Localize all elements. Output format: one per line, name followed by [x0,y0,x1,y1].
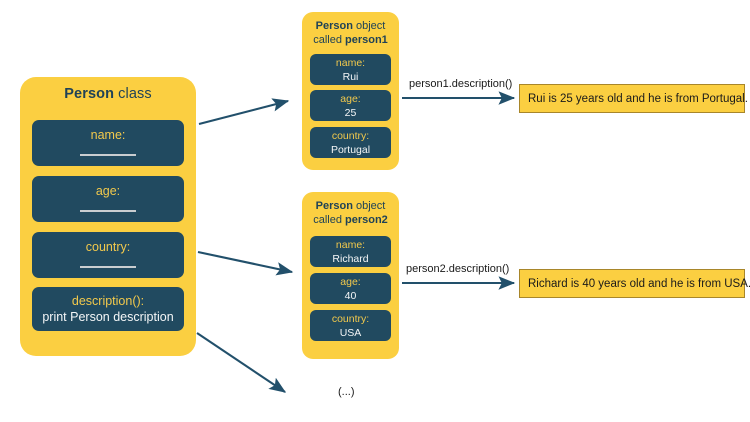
more-objects-node: (...) [338,386,355,398]
class-field-age[interactable]: age: [32,176,184,222]
person1-call-label: person1.description() [409,78,513,90]
class-field-country[interactable]: country: [32,232,184,278]
arrow-class-to-more [196,332,287,393]
person1-title: Person object called person1 [302,19,399,47]
person1-attr-country[interactable]: country: Portugal [310,127,391,158]
person1-attr-country-key: country: [331,129,370,142]
class-field-age-underline [80,210,136,212]
class-field-country-underline [80,266,136,268]
person2-object-node[interactable]: Person object called person2 name: Richa… [302,192,399,359]
person2-title-rest: object [352,200,386,212]
person2-attr-name-value: Richard [332,252,369,265]
person1-output-callout: Rui is 25 years old and he is from Portu… [519,84,748,113]
person1-title-called: called [313,34,345,46]
person-class-node[interactable]: Person class name: age: country: descrip… [20,77,196,356]
person1-attr-age[interactable]: age: 25 [310,90,391,121]
person1-output-text: Rui is 25 years old and he is from Portu… [528,92,748,105]
class-field-name[interactable]: name: [32,120,184,166]
person2-attr-age-value: 40 [344,289,357,302]
person2-output-callout: Richard is 40 years old and he is from U… [519,269,750,298]
person2-attr-age-key: age: [340,275,361,288]
person2-attr-country-value: USA [339,326,362,339]
person2-title-bold: Person [315,200,353,212]
person2-title-called: called [313,214,345,226]
class-field-name-underline [80,154,136,156]
person1-object-node[interactable]: Person object called person1 name: Rui a… [302,12,399,170]
person1-attr-age-key: age: [340,92,361,105]
person1-title-varname: person1 [345,34,388,46]
person2-call-label: person2.description() [406,263,510,275]
person1-attr-name-key: name: [335,56,366,69]
class-method-name: description(): [71,294,145,308]
person1-attr-name[interactable]: name: Rui [310,54,391,85]
class-field-age-label: age: [95,184,121,198]
person-class-title-bold: Person [64,86,115,102]
person-class-title-rest: class [114,86,152,102]
person2-attr-country-key: country: [331,312,370,325]
person2-title: Person object called person2 [302,199,399,227]
arrow-class-to-person1 [198,98,290,126]
person2-attr-age[interactable]: age: 40 [310,273,391,304]
class-method-description[interactable]: description(): print Person description [32,287,184,331]
person1-attr-country-value: Portugal [330,143,371,156]
person2-attr-name[interactable]: name: Richard [310,236,391,267]
person2-attr-country[interactable]: country: USA [310,310,391,341]
person1-attr-name-value: Rui [342,70,359,83]
person2-attr-name-key: name: [335,238,366,251]
person1-title-bold: Person [315,20,353,32]
person2-output-text: Richard is 40 years old and he is from U… [528,277,750,290]
person1-title-rest: object [352,20,386,32]
class-field-country-label: country: [85,240,131,254]
person-class-title: Person class [20,86,196,102]
class-method-body: print Person description [42,310,174,324]
arrow-class-to-person2 [197,250,294,276]
person1-attr-age-value: 25 [344,106,357,119]
class-field-name-label: name: [90,128,126,142]
person2-title-varname: person2 [345,214,388,226]
